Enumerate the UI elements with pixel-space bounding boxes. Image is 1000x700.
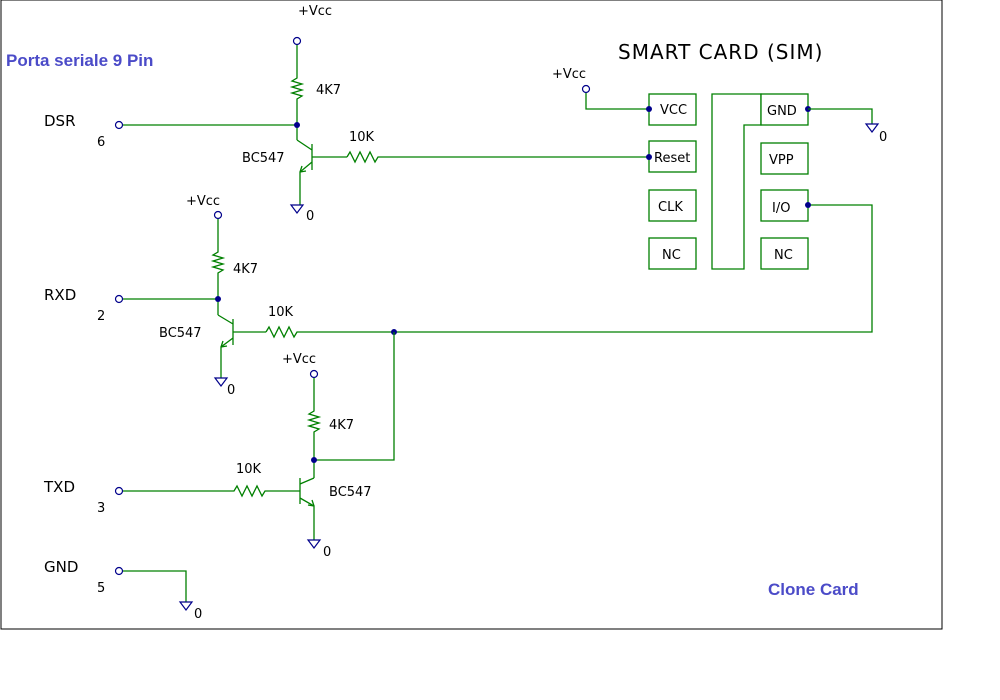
vcc-label-1: +Vcc xyxy=(298,4,332,19)
transistor-1 xyxy=(296,139,347,205)
sim-contact-gnd-label: GND xyxy=(767,104,797,119)
stage-dsr: +Vcc 4K7 BC547 10K 0 xyxy=(123,4,649,224)
base-resistor-2 xyxy=(265,204,873,339)
node-sim-reset xyxy=(646,154,652,160)
pullup-label-1: 4K7 xyxy=(316,83,341,98)
transistor-3-arrow xyxy=(307,499,315,507)
stage-rxd: +Vcc 4K7 BC547 10K 0 xyxy=(123,194,873,398)
sim-contact-io-label: I/O xyxy=(772,201,790,216)
ground-label-3: 0 xyxy=(323,545,331,560)
ground-icon-4 xyxy=(178,601,194,611)
sim-card: +Vcc VCC Reset CLK NC GND VPP I/O NC 0 xyxy=(552,67,887,270)
ground-icon-2 xyxy=(213,377,229,387)
pin-gnd-terminal xyxy=(114,566,124,576)
sim-contact-nc-right xyxy=(760,237,809,270)
pullup-resistor-2 xyxy=(123,219,226,315)
pin-rxd-number: 2 xyxy=(97,309,105,324)
base-resistor-1 xyxy=(346,150,649,164)
sim-contact-nc-left-label: NC xyxy=(662,248,681,263)
ground-icon-3 xyxy=(306,539,322,549)
base-resistor-3 xyxy=(123,484,300,498)
sim-contact-io xyxy=(760,189,809,222)
sim-contact-clk xyxy=(648,189,697,222)
pin-dsr-name: DSR xyxy=(44,112,76,130)
serial-port-title: Porta seriale 9 Pin xyxy=(6,51,153,70)
transistor-label-3: BC547 xyxy=(329,485,372,500)
transistor-3 xyxy=(299,477,315,540)
pin-gnd: GND 5 xyxy=(44,558,124,596)
pullup-resistor-3 xyxy=(306,332,395,478)
transistor-label-2: BC547 xyxy=(159,326,202,341)
ground-label-1: 0 xyxy=(306,209,314,224)
vcc-label-2: +Vcc xyxy=(186,194,220,209)
node-sim-vcc xyxy=(646,106,652,112)
pullup-label-2: 4K7 xyxy=(233,262,258,277)
pin-rxd: RXD 2 xyxy=(44,286,124,324)
sim-contact-nc-left xyxy=(648,237,697,270)
vcc-label-sim: +Vcc xyxy=(552,67,586,82)
stage-txd: +Vcc 4K7 10K BC547 0 xyxy=(123,332,395,560)
pin-txd-number: 3 xyxy=(97,501,105,516)
pin-rxd-name: RXD xyxy=(44,286,76,304)
pin-rxd-terminal xyxy=(114,294,124,304)
clone-card-label: Clone Card xyxy=(768,580,859,599)
vcc-terminal-3 xyxy=(309,369,319,379)
serial-ground: 0 xyxy=(123,570,202,622)
node-dsr-collector xyxy=(294,122,300,128)
pin-txd-name: TXD xyxy=(43,478,75,496)
node-sim-io xyxy=(805,202,811,208)
pin-gnd-name: GND xyxy=(44,558,78,576)
node-txd-collector xyxy=(311,457,317,463)
sim-vcc-wire xyxy=(585,93,649,110)
ground-icon-1 xyxy=(289,204,305,214)
vcc-terminal-sim xyxy=(581,84,591,94)
sim-gnd-strip xyxy=(711,93,762,270)
sim-gnd-wire xyxy=(808,108,873,124)
vcc-label-3: +Vcc xyxy=(282,352,316,367)
sim-contact-reset-label: Reset xyxy=(654,151,690,166)
sim-contact-reset xyxy=(648,140,697,173)
sim-contact-vpp-label: VPP xyxy=(769,153,794,168)
base-resistor-label-1: 10K xyxy=(349,130,375,145)
transistor-2 xyxy=(217,314,266,378)
transistor-1-arrow xyxy=(299,165,307,173)
sim-contact-vpp xyxy=(760,142,809,175)
pin-dsr-number: 6 xyxy=(97,135,105,150)
transistor-label-1: BC547 xyxy=(242,151,285,166)
pullup-label-3: 4K7 xyxy=(329,418,354,433)
sim-contact-nc-right-label: NC xyxy=(774,248,793,263)
vcc-terminal-1 xyxy=(292,36,302,46)
vcc-terminal-2 xyxy=(213,210,223,220)
pin-txd: TXD 3 xyxy=(43,478,124,516)
pin-txd-terminal xyxy=(114,486,124,496)
diagram-frame xyxy=(0,0,943,630)
ground-label-sim: 0 xyxy=(879,130,887,145)
sim-contact-clk-label: CLK xyxy=(658,200,683,215)
pin-gnd-number: 5 xyxy=(97,581,105,596)
sim-contact-vcc xyxy=(648,93,697,126)
node-rxd-collector xyxy=(215,296,221,302)
sim-contact-vcc-label: VCC xyxy=(660,103,687,118)
pin-dsr: DSR 6 xyxy=(44,112,124,150)
sim-contact-gnd xyxy=(760,93,809,126)
serial-gnd-wire xyxy=(123,570,187,602)
pin-dsr-terminal xyxy=(114,120,124,130)
ground-label-2: 0 xyxy=(227,383,235,398)
base-resistor-label-2: 10K xyxy=(268,305,294,320)
ground-icon-sim xyxy=(864,123,880,133)
ground-label-4: 0 xyxy=(194,607,202,622)
base-resistor-label-3: 10K xyxy=(236,462,262,477)
smart-card-title: SMART CARD (SIM) xyxy=(618,40,823,64)
transistor-2-arrow xyxy=(220,340,228,348)
